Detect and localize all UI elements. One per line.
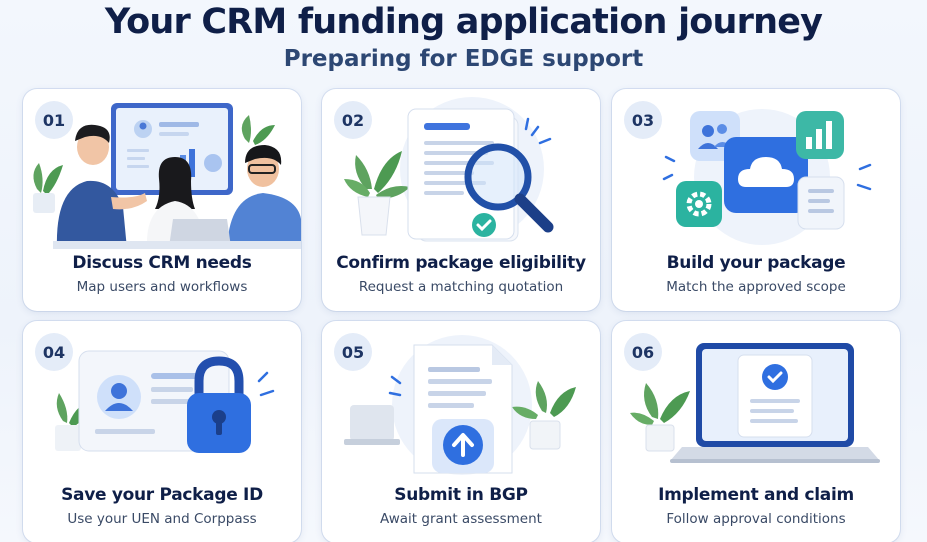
- step-card-1: 01 Discuss CRM needs Map users and workf…: [23, 89, 301, 311]
- meeting-illustration-icon: [33, 103, 301, 249]
- step-number: 04: [35, 333, 73, 371]
- step-subtitle: Await grant assessment: [380, 511, 542, 527]
- page-title: Your CRM funding application journey: [104, 2, 823, 42]
- step-title: Confirm package eligibility: [336, 253, 586, 273]
- step-subtitle: Request a matching quotation: [358, 279, 564, 295]
- cloud-apps-illustration-icon: [662, 109, 872, 245]
- step-card-6: 06 Implement and claim Follow approval c…: [612, 321, 900, 542]
- step-number: 06: [624, 333, 662, 371]
- id-card-lock-illustration-icon: [55, 350, 275, 453]
- step-title: Discuss CRM needs: [72, 253, 252, 273]
- step-card-5: 05 Submit in BGP Await grant assessment: [322, 321, 600, 542]
- step-title: Submit in BGP: [394, 485, 528, 505]
- laptop-approval-illustration-icon: [630, 343, 880, 463]
- step-number: 02: [334, 101, 372, 139]
- upload-document-illustration-icon: [344, 335, 576, 475]
- step-number: 01: [35, 101, 73, 139]
- step-subtitle: Map users and workflows: [76, 279, 248, 295]
- step-subtitle: Match the approved scope: [666, 279, 846, 295]
- step-card-4: 04 Save your Package ID Use your UEN and…: [23, 321, 301, 542]
- step-title: Save your Package ID: [61, 485, 263, 505]
- step-number: 03: [624, 101, 662, 139]
- step-subtitle: Use your UEN and Corppass: [67, 511, 257, 527]
- step-card-2: 02 Confirm package eligibility Request a…: [322, 89, 600, 311]
- step-title: Build your package: [666, 253, 846, 273]
- step-subtitle: Follow approval conditions: [666, 511, 846, 527]
- step-card-3: 03 Build your package Match the approved…: [612, 89, 900, 311]
- step-title: Implement and claim: [658, 485, 854, 505]
- steps-grid: 01 Discuss CRM needs Map users and workf…: [23, 89, 900, 542]
- step-number: 05: [334, 333, 372, 371]
- page-subtitle: Preparing for EDGE support: [283, 46, 644, 72]
- magnifier-document-illustration-icon: [344, 97, 554, 242]
